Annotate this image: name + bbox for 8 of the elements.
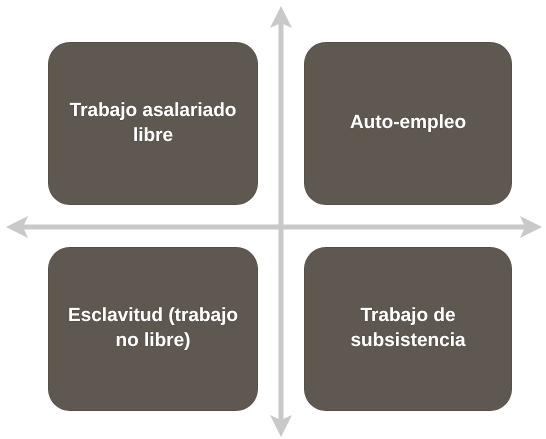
quadrant-label: Trabajo asalariado libre bbox=[68, 98, 238, 148]
quadrant-label: Trabajo de subsistencia bbox=[349, 304, 467, 353]
quadrant-box bbox=[304, 42, 512, 205]
quadrant-box bbox=[48, 247, 258, 411]
quadrant-label: Esclavitud (trabajo no libre) bbox=[67, 304, 239, 353]
quadrant-box bbox=[48, 42, 258, 205]
quadrant-box bbox=[304, 247, 512, 411]
quadrant-label: Auto-empleo bbox=[348, 111, 468, 136]
